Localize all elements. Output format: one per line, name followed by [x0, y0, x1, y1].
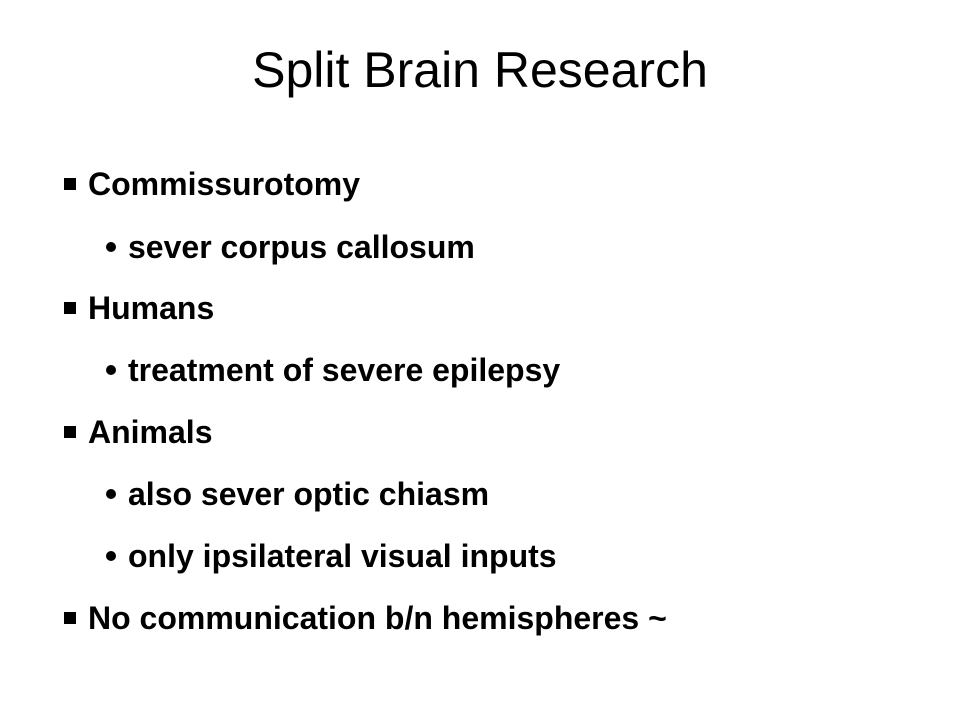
bullet-item: Animals	[64, 410, 212, 454]
bullet-text: Humans	[88, 289, 215, 326]
dot-bullet-icon	[106, 242, 116, 252]
dot-bullet-icon	[106, 365, 116, 375]
sub-bullet-item: treatment of severe epilepsy	[106, 348, 560, 392]
bullet-item: Humans	[64, 286, 214, 330]
square-bullet-icon	[64, 612, 76, 624]
slide-title: Split Brain Research	[252, 42, 708, 98]
sub-bullet-item: also sever optic chiasm	[106, 472, 489, 516]
sub-bullet-text: only ipsilateral visual inputs	[128, 537, 557, 574]
bullet-item: No communication b/n hemispheres ~	[64, 596, 667, 640]
sub-bullet-item: sever corpus callosum	[106, 225, 475, 269]
sub-bullet-text: also sever optic chiasm	[128, 475, 490, 512]
sub-bullet-item: only ipsilateral visual inputs	[106, 534, 557, 578]
dot-bullet-icon	[106, 551, 116, 561]
sub-bullet-text: sever corpus callosum	[128, 228, 475, 265]
bullet-text: Animals	[88, 413, 213, 450]
bullet-item: Commissurotomy	[64, 162, 360, 206]
square-bullet-icon	[64, 426, 76, 438]
dot-bullet-icon	[106, 489, 116, 499]
bullet-text: Commissurotomy	[88, 165, 361, 202]
bullet-text: No communication b/n hemispheres ~	[88, 599, 667, 636]
sub-bullet-text: treatment of severe epilepsy	[128, 351, 561, 388]
square-bullet-icon	[64, 302, 76, 314]
square-bullet-icon	[64, 178, 76, 190]
